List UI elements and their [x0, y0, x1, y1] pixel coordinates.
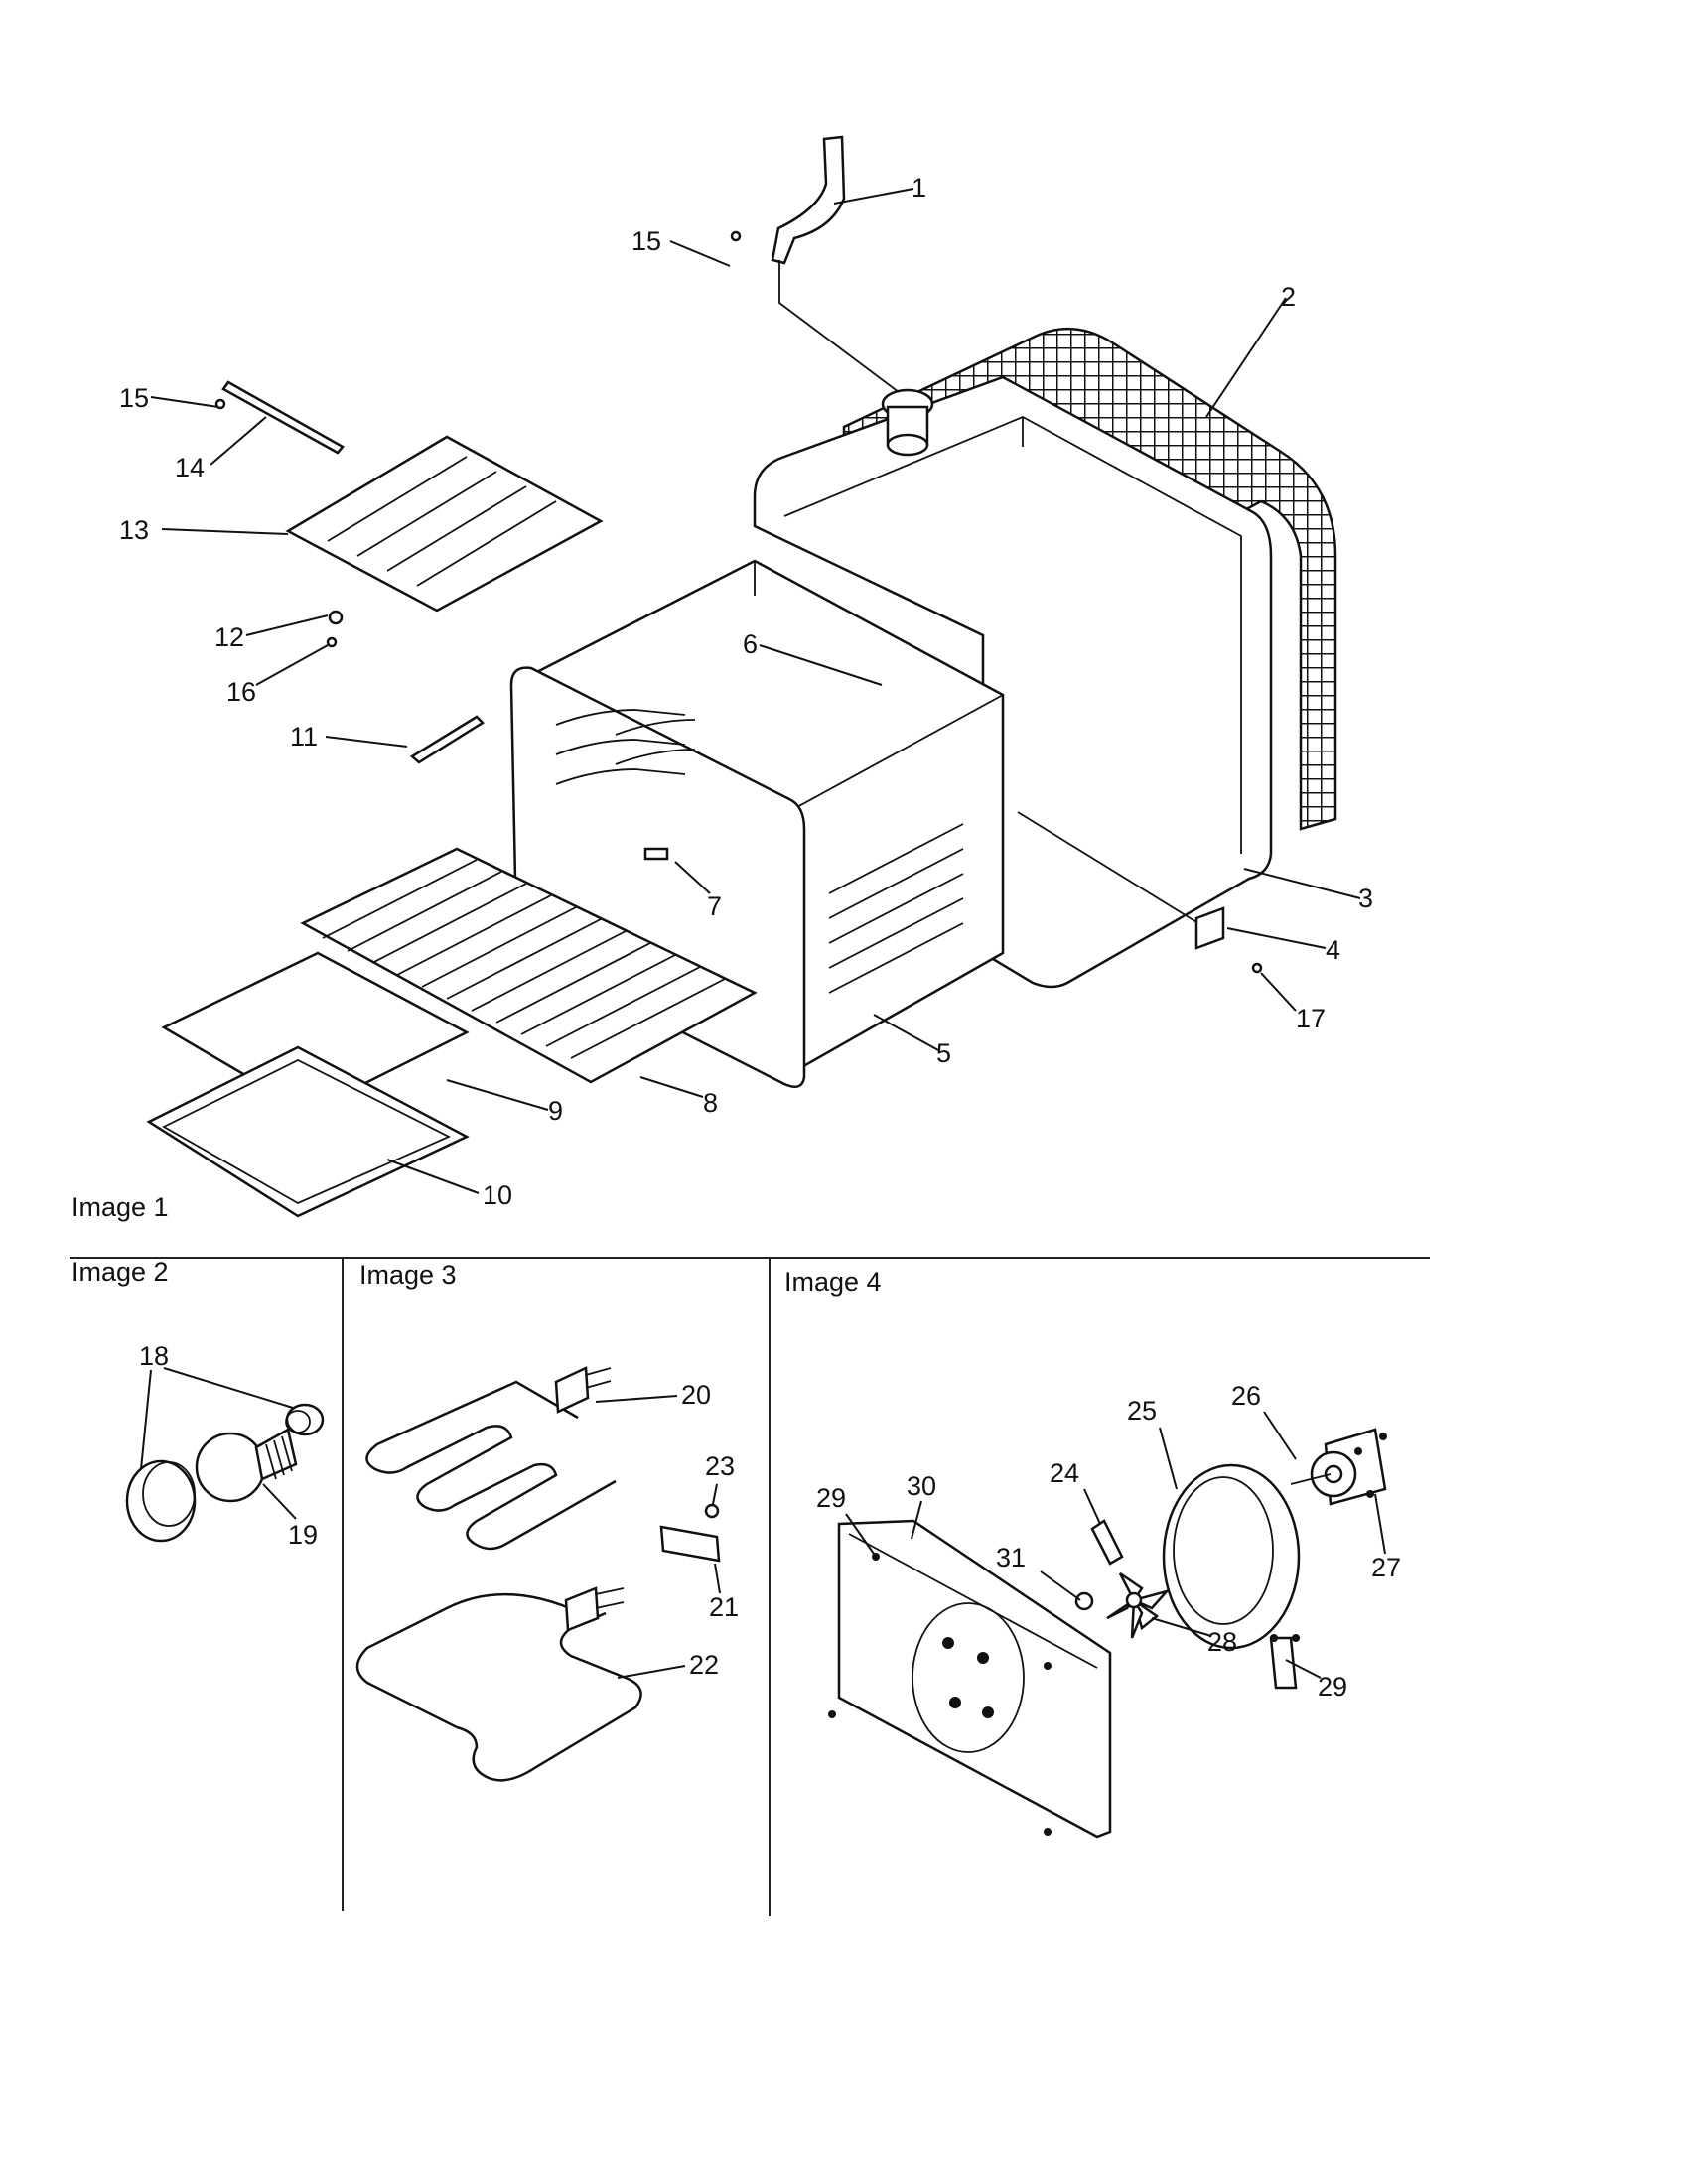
callout-15: 15 [119, 383, 149, 413]
callout-24: 24 [1050, 1458, 1079, 1488]
callout-29: 29 [1318, 1672, 1347, 1702]
callout-14: 14 [175, 453, 205, 482]
callout-27: 27 [1371, 1553, 1401, 1582]
convection-fan-blade [1106, 1571, 1171, 1639]
top-screw [730, 230, 742, 242]
convection-element [1162, 1463, 1301, 1690]
callout-18: 18 [139, 1341, 169, 1371]
callout-4: 4 [1326, 935, 1340, 965]
image-2-drawing [125, 1403, 325, 1543]
sensor-bracket [1194, 906, 1225, 950]
baffle-clip [328, 610, 344, 625]
terminal-block [659, 1525, 721, 1563]
callout-31: 31 [996, 1543, 1026, 1572]
image-2-leaders [140, 1367, 297, 1520]
callout-8: 8 [703, 1088, 718, 1118]
callout-7: 7 [707, 891, 722, 921]
oven-bottom-baffle [285, 435, 604, 613]
callout-29: 29 [816, 1483, 846, 1513]
callout-26: 26 [1231, 1381, 1261, 1411]
callout-16: 16 [226, 677, 256, 707]
baffle-screw [326, 636, 338, 648]
broil-element [365, 1380, 617, 1551]
callout-22: 22 [689, 1650, 719, 1680]
terminal-screw [704, 1503, 720, 1519]
rack-stop-bracket [409, 715, 485, 764]
callout-23: 23 [705, 1451, 735, 1481]
light-lens-cover [125, 1459, 197, 1543]
callout-10: 10 [483, 1180, 512, 1210]
section-label-image-2: Image 2 [71, 1257, 169, 1287]
callout-12: 12 [214, 622, 244, 652]
callout-21: 21 [709, 1592, 739, 1622]
section-label-image-3: Image 3 [359, 1260, 457, 1290]
callout-2: 2 [1281, 282, 1296, 312]
callout-25: 25 [1127, 1396, 1157, 1426]
callout-15: 15 [632, 226, 661, 256]
callout-9: 9 [548, 1096, 563, 1126]
image-1-leaders [150, 188, 1361, 1194]
oven-rack [300, 847, 758, 1084]
image-1-drawing [146, 135, 1337, 1218]
callout-5: 5 [936, 1038, 951, 1068]
callout-6: 6 [743, 629, 758, 659]
convection-fan-motor [1290, 1428, 1387, 1506]
stop-screw [1251, 962, 1263, 974]
outer-oven-shell [753, 375, 1273, 989]
fan-cover-vent [912, 1602, 1025, 1753]
callout-30: 30 [907, 1471, 936, 1501]
image-3-drawing [355, 1366, 721, 1782]
light-socket [285, 1403, 325, 1436]
section-label-image-1: Image 1 [71, 1192, 169, 1222]
image-1-callouts: 1 15 2 15 14 13 6 12 16 11 7 3 4 17 5 8 … [119, 173, 1373, 1210]
fan-cover-holes [942, 1637, 994, 1718]
image-3-leaders [595, 1395, 721, 1679]
image-4-leaders [845, 1411, 1386, 1679]
callout-13: 13 [119, 515, 149, 545]
bake-element [355, 1592, 642, 1782]
convection-fan-cover [837, 1519, 1112, 1839]
callout-3: 3 [1358, 884, 1373, 913]
fan-nut [1074, 1591, 1094, 1611]
side-vent-slots [828, 823, 964, 994]
callout-28: 28 [1207, 1627, 1237, 1657]
fan-shaft [1090, 1519, 1124, 1566]
rack-support-clip [643, 847, 669, 861]
vent-bushing [881, 388, 934, 457]
callout-11: 11 [290, 722, 318, 751]
baffle-bracket [221, 380, 345, 455]
callout-17: 17 [1296, 1004, 1326, 1033]
section-label-image-4: Image 4 [784, 1267, 882, 1297]
rack-supports [555, 709, 696, 785]
callout-1: 1 [912, 173, 926, 203]
callout-19: 19 [288, 1520, 318, 1550]
light-bulb [195, 1428, 298, 1503]
broiler-pan [146, 1045, 470, 1218]
image-4-drawing [828, 1428, 1387, 1839]
vent-tube [771, 135, 846, 265]
callout-20: 20 [681, 1380, 711, 1410]
